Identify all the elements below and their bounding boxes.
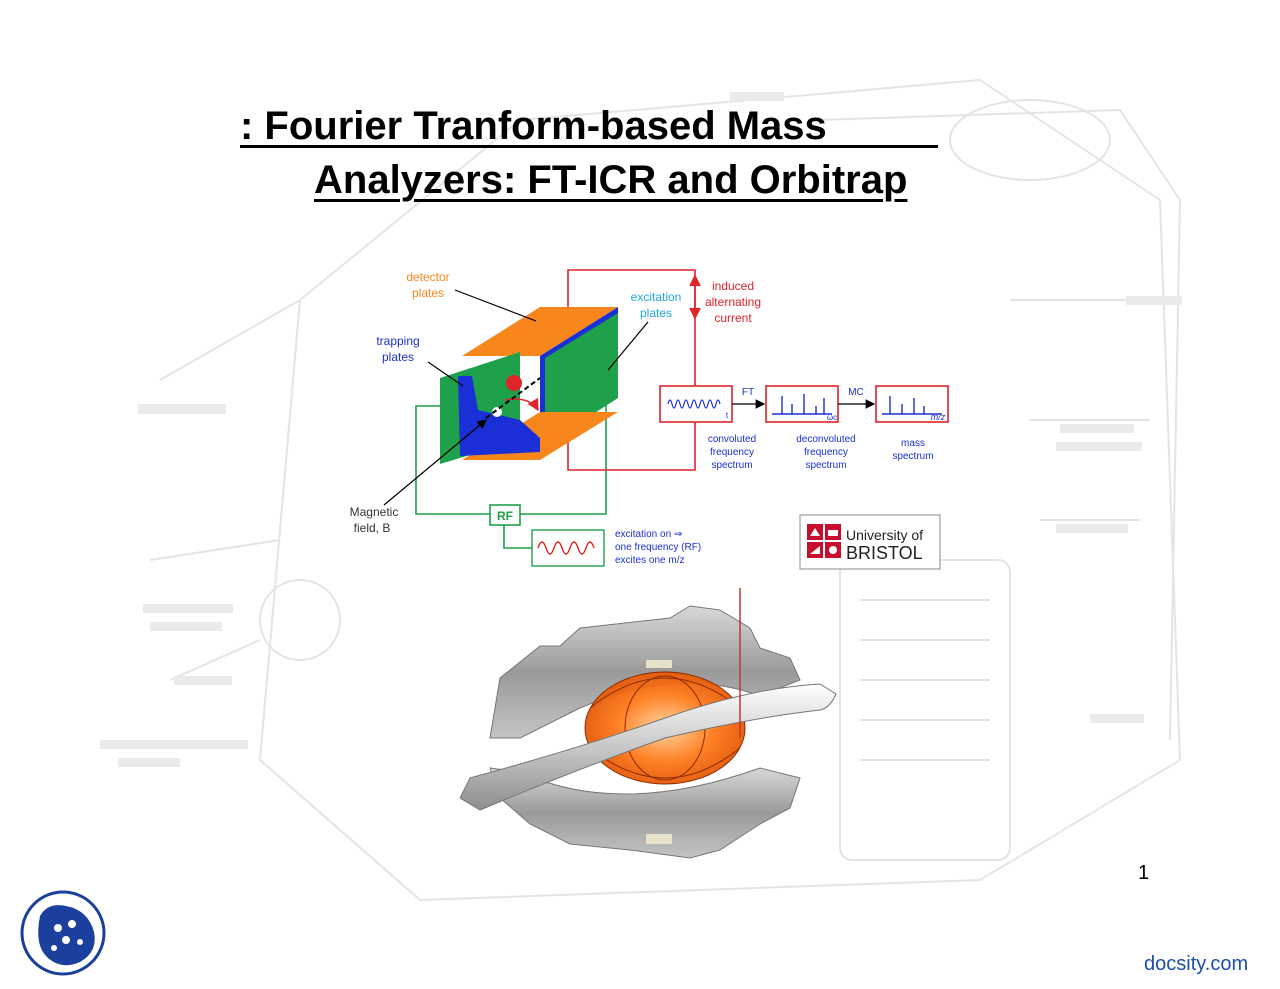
mc-label: MC bbox=[848, 387, 864, 398]
orbitrap-illustration bbox=[460, 588, 837, 859]
outer-electrode-lower bbox=[489, 767, 801, 859]
trapping-plates-label-2: plates bbox=[382, 350, 414, 364]
detector-plates-label-2: plates bbox=[412, 286, 444, 300]
mass-spectrum-box bbox=[875, 385, 949, 423]
bristol-logo-line-2: BRISTOL bbox=[846, 543, 923, 563]
deconvoluted-spectrum-box bbox=[765, 385, 839, 423]
detector-plates-label-1: detector bbox=[406, 270, 449, 284]
rf-label: RF bbox=[497, 509, 513, 523]
deconvoluted-label-2: frequency bbox=[804, 447, 848, 458]
induced-current-label-1: induced bbox=[712, 279, 754, 293]
ft-label: FT bbox=[742, 387, 754, 398]
magnetic-field-label-2: field, B bbox=[354, 521, 391, 535]
detector-plate-top bbox=[462, 307, 618, 356]
axis-omega-label: ωc bbox=[827, 413, 837, 422]
docsity-logo-icon bbox=[20, 890, 106, 976]
excitation-note-1: excitation on ⇒ bbox=[615, 529, 682, 540]
mass-spectrum-label-2: spectrum bbox=[892, 451, 933, 462]
rf-signal-box bbox=[531, 529, 605, 567]
axis-t-label: t bbox=[726, 411, 729, 420]
convoluted-label-3: spectrum bbox=[711, 460, 752, 471]
axis-mz-label: m/z bbox=[931, 412, 946, 422]
icr-cell bbox=[440, 307, 618, 464]
induced-current-label-3: current bbox=[714, 311, 752, 325]
docsity-link[interactable]: docsity.com bbox=[1144, 953, 1249, 975]
bristol-logo-line-1: University of bbox=[846, 527, 923, 543]
convoluted-label-1: convoluted bbox=[708, 434, 756, 445]
ion-red bbox=[506, 375, 522, 391]
rf-box bbox=[489, 504, 521, 526]
excitation-note-3: excites one m/z bbox=[615, 555, 684, 566]
excitation-note-2: one frequency (RF) bbox=[615, 542, 701, 553]
excitation-plates-label-2: plates bbox=[640, 306, 672, 320]
ion-white bbox=[492, 407, 502, 417]
trapping-plates-label-1: trapping bbox=[376, 334, 419, 348]
university-of-bristol-logo: University of BRISTOL bbox=[799, 514, 941, 570]
induced-current-label-2: alternating bbox=[705, 295, 761, 309]
excitation-plates-label-1: excitation bbox=[631, 290, 682, 304]
magnetic-field-label-1: Magnetic bbox=[350, 505, 399, 519]
deconvoluted-label-1: deconvoluted bbox=[796, 434, 856, 445]
detection-circuit-wires bbox=[567, 269, 696, 471]
mass-spectrum-label-1: mass bbox=[901, 438, 925, 449]
slide-title-line-1: : Fourier Tranform-based Mass bbox=[240, 104, 938, 148]
central-spindle-electrode bbox=[460, 683, 837, 811]
slide-title-line-2: Analyzers: FT-ICR and Orbitrap bbox=[314, 158, 908, 202]
deconvoluted-label-3: spectrum bbox=[805, 460, 846, 471]
convoluted-label-2: frequency bbox=[710, 447, 754, 458]
page-number: 1 bbox=[1138, 862, 1150, 884]
